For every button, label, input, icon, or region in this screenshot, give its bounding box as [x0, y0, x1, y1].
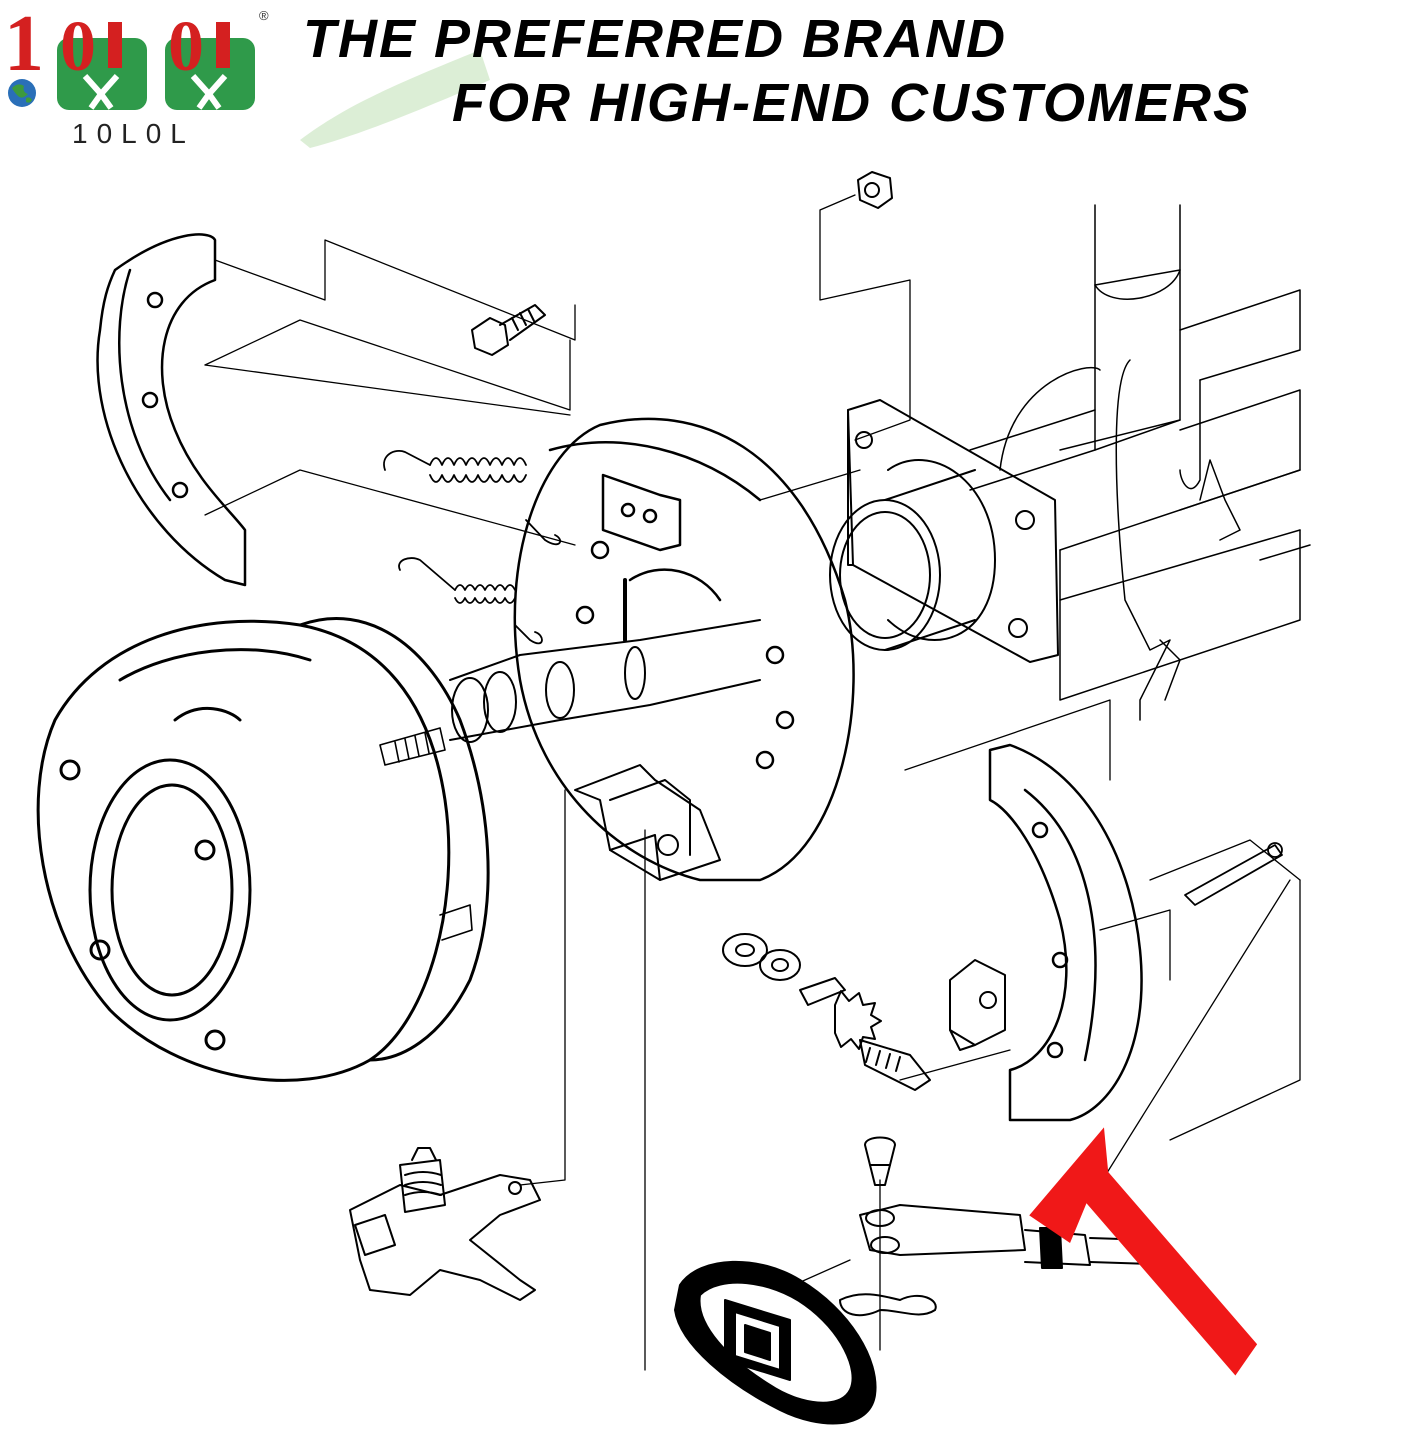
- brush-stroke: [300, 50, 490, 148]
- headline-line-2: FOR HIGH-END CUSTOMERS: [452, 73, 1252, 133]
- svg-text:0: 0: [60, 6, 96, 86]
- anchor-clip: [949, 959, 1006, 1051]
- bolt: [471, 304, 546, 356]
- lever-bracket: [574, 764, 721, 881]
- return-springs: [383, 450, 562, 645]
- brand-logo: 1 0 0: [4, 0, 255, 110]
- axle-housing: [969, 204, 1311, 721]
- headline-line-1: THE PREFERRED BRAND: [303, 9, 1008, 69]
- cam-lever: [349, 1147, 541, 1301]
- svg-text:1: 1: [4, 0, 44, 88]
- brake-shoe-right: [988, 743, 1143, 1122]
- adjuster-assembly: [722, 933, 931, 1091]
- registered-mark: ®: [259, 8, 269, 23]
- logo-text: 10L0L: [72, 118, 195, 149]
- axle-shaft: [449, 619, 761, 743]
- hub-flange: [829, 399, 1059, 663]
- cotter-pin: [1184, 842, 1283, 906]
- brake-drum: [36, 616, 490, 1082]
- globe-icon: [8, 79, 36, 107]
- wheel-studs: [379, 727, 473, 941]
- backing-plate: [513, 417, 855, 882]
- leader-lines: [204, 194, 1301, 1371]
- nut: [857, 171, 893, 209]
- svg-text:0: 0: [168, 6, 204, 86]
- red-arrow-icon: [1029, 1127, 1258, 1376]
- rubber-boot: [674, 1260, 877, 1425]
- brake-shoe-left: [96, 233, 247, 587]
